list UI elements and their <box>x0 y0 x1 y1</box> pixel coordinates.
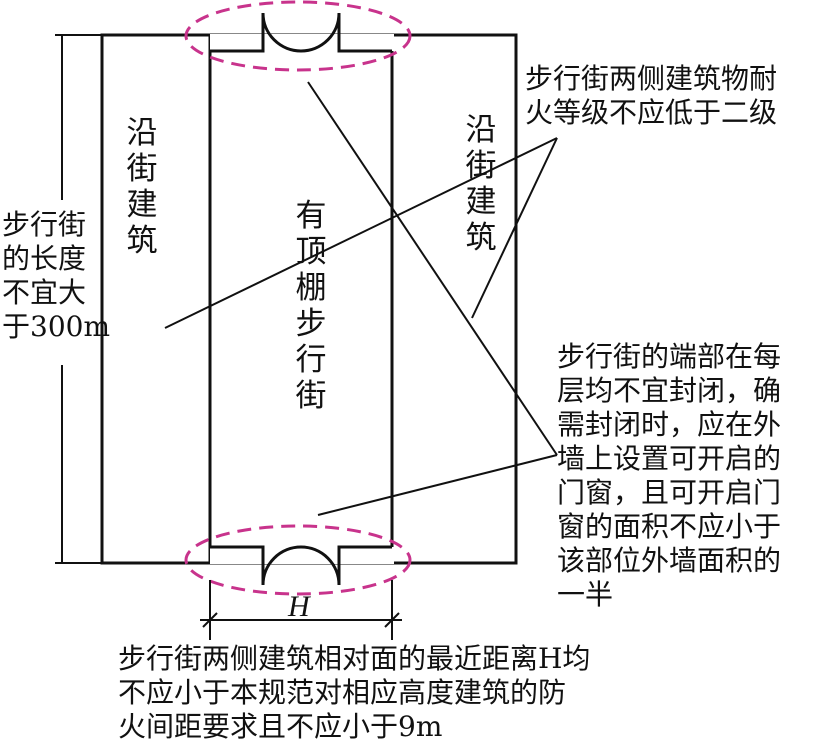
right-building-label: 沿街建筑 <box>465 112 497 256</box>
street-length-note: 步行街 的长度 不宜大 于300m <box>2 208 110 343</box>
top-entrance <box>210 12 394 53</box>
width-dimension <box>200 580 402 640</box>
dimension-h-label: H <box>288 590 310 623</box>
bottom-highlight-ellipse <box>184 524 412 596</box>
covered-street-label: 有顶棚步行街 <box>295 198 327 414</box>
bottom-entrance <box>210 545 394 586</box>
street-ends-note: 步行街的端部在每 层均不宜封闭，确 需封闭时，应在外 墙上设置可开启的 门窗，且… <box>557 340 782 611</box>
leader-lines <box>164 81 558 516</box>
spacing-note: 步行街两侧建筑相对面的最近距离H均 不应小于本规范对相应高度建筑的防 火间距要求… <box>118 642 591 743</box>
fire-rating-note: 步行街两侧建筑物耐 火等级不应低于二级 <box>525 62 778 129</box>
top-highlight-ellipse <box>184 0 412 72</box>
length-dimension <box>55 34 102 564</box>
left-building-label: 沿街建筑 <box>126 115 158 259</box>
